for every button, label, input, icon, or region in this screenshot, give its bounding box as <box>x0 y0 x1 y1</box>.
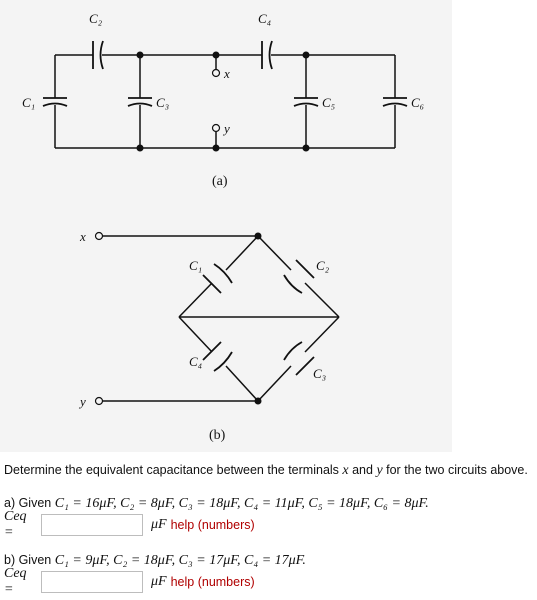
circuit-figure: C₂ C₄ C₁ C₃ C₅ C₆ x y (a) <box>0 0 452 452</box>
part-a-label: a) Given <box>4 496 55 510</box>
part-b-answer-input[interactable] <box>41 571 143 593</box>
part-a-unit: μF <box>151 517 167 532</box>
part-b-label: b) Given <box>4 553 55 567</box>
var-x: x <box>342 463 349 478</box>
terminal-x-label: x <box>223 66 230 81</box>
question-prompt: Determine the equivalent capacitance bet… <box>4 463 528 479</box>
part-b-ceq-label: Ceq = <box>4 566 27 597</box>
circuit-b-labels: x y C₁ C₂ C₄ C₃ (b) <box>78 229 330 443</box>
terminal-y-label: y <box>222 121 230 136</box>
label-c6: C₆ <box>411 95 424 110</box>
label-c4: C₄ <box>258 11 272 26</box>
label-b-c1: C₁ <box>189 258 202 273</box>
part-a-help-link[interactable]: help (numbers) <box>170 518 255 532</box>
part-a-answer-row: Ceq = μF help (numbers) <box>4 509 255 540</box>
circuit-b-terminals <box>94 231 104 406</box>
circuit-diagrams: C₂ C₄ C₁ C₃ C₅ C₆ x y (a) <box>22 11 424 443</box>
label-b-c3: C₃ <box>313 366 326 381</box>
label-c5: C₅ <box>322 95 335 110</box>
terminal-y-label-b: y <box>78 394 86 409</box>
circuit-a-nodes <box>136 51 310 152</box>
terminal-x-label-b: x <box>79 229 86 244</box>
prompt-text-mid: and <box>348 463 377 477</box>
part-a-givens: a) Given C₁ = 16μF, C₂ = 8μF, C₃ = 18μF,… <box>4 496 429 512</box>
part-b-answer-row: Ceq = μF help (numbers) <box>4 566 255 597</box>
caption-b: (b) <box>209 428 226 443</box>
circuit-b-nodes <box>254 232 262 405</box>
part-b-givens: b) Given C₁ = 9μF, C₂ = 18μF, C₃ = 17μF,… <box>4 553 306 569</box>
label-c2: C₂ <box>89 11 103 26</box>
label-b-c2: C₂ <box>316 258 330 273</box>
circuit-a-capacitors <box>42 40 408 107</box>
prompt-text-start: Determine the equivalent capacitance bet… <box>4 463 343 477</box>
circuit-a-terminals <box>211 68 221 133</box>
part-a-answer-input[interactable] <box>41 514 143 536</box>
circuit-a-labels: C₂ C₄ C₁ C₃ C₅ C₆ x y (a) <box>22 11 424 189</box>
part-b-values: C₁ = 9μF, C₂ = 18μF, C₃ = 17μF, C₄ = 17μ… <box>54 553 306 568</box>
label-c1: C₁ <box>22 95 35 110</box>
label-b-c4: C₄ <box>189 354 203 369</box>
part-a-values: C₁ = 16μF, C₂ = 8μF, C₃ = 18μF, C₄ = 11μ… <box>54 496 429 511</box>
circuit-b-capacitors <box>202 259 315 376</box>
var-y: y <box>376 463 383 478</box>
part-a-ceq-label: Ceq = <box>4 509 27 540</box>
prompt-text-end: for the two circuits above. <box>382 463 528 477</box>
label-c3: C₃ <box>156 95 169 110</box>
circuit-b-wires <box>102 235 340 402</box>
caption-a: (a) <box>212 174 228 189</box>
part-b-help-link[interactable]: help (numbers) <box>170 575 255 589</box>
part-b-unit: μF <box>151 574 167 589</box>
